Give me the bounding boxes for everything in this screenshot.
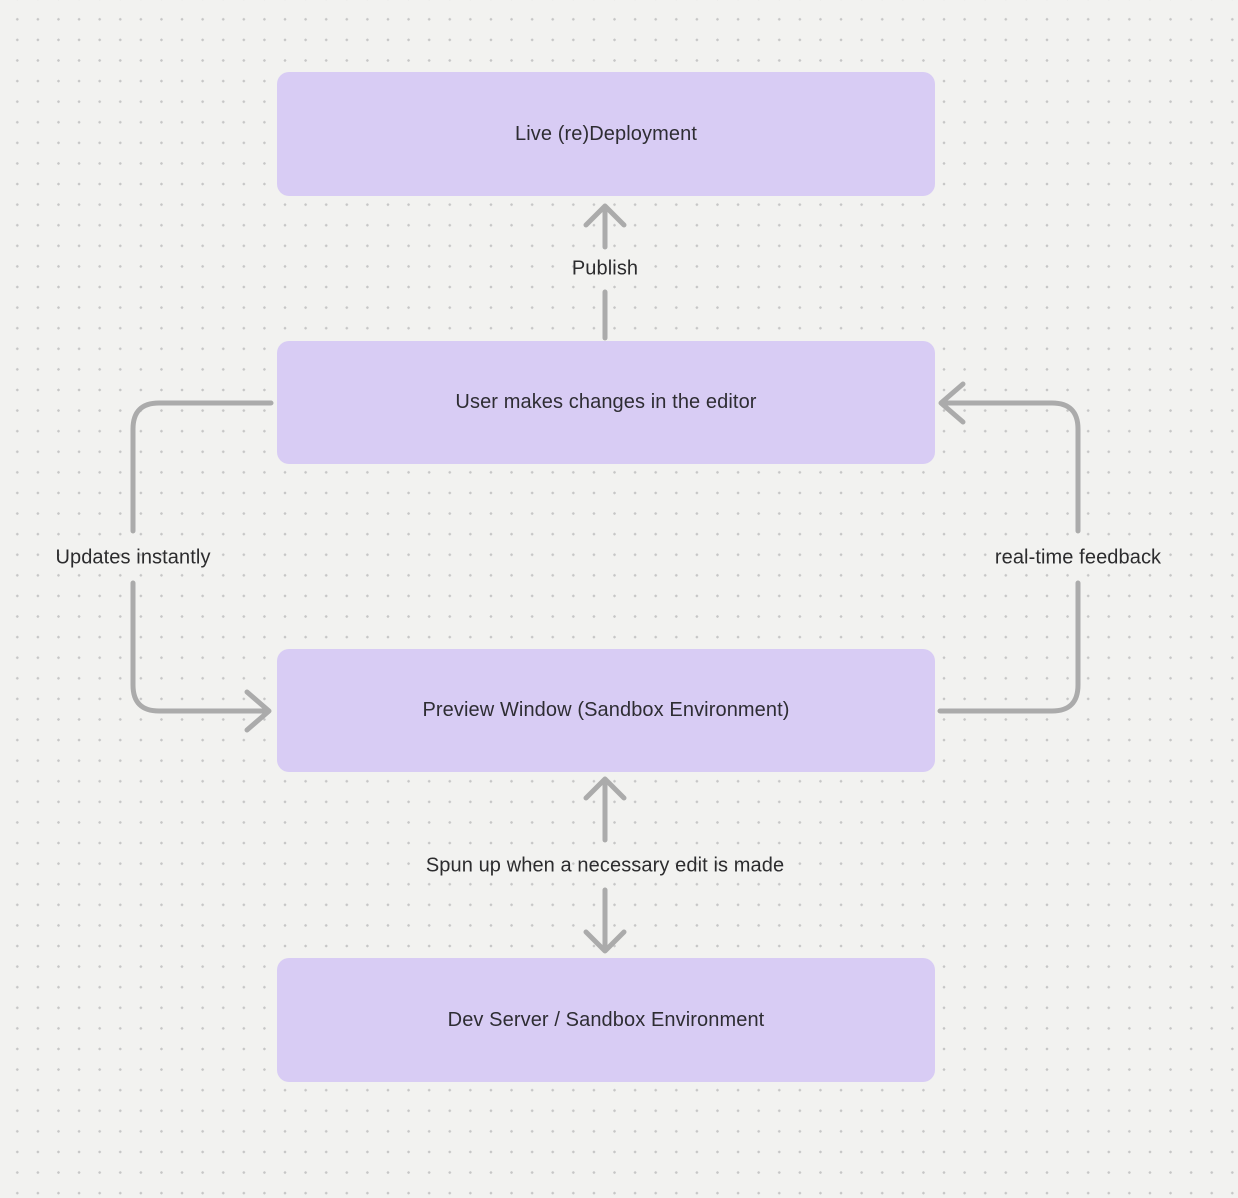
node-user-editor-label: User makes changes in the editor — [455, 391, 757, 413]
edge-spun-up-arrow — [583, 776, 627, 954]
node-dev-server-label: Dev Server / Sandbox Environment — [447, 1008, 765, 1031]
edge-label-publish: Publish — [571, 257, 639, 280]
node-preview-window-label: Preview Window (Sandbox Environment) — [422, 699, 790, 721]
edge-publish-arrow — [583, 203, 627, 341]
edge-label-updates-instantly: Updates instantly — [55, 546, 211, 569]
edge-updates-instantly-arrow — [130, 400, 274, 733]
node-live-deployment-label: Live (re)Deployment — [515, 122, 697, 145]
node-user-editor[interactable]: User makes changes in the editor — [277, 341, 935, 464]
edge-label-real-time-feedback: real-time feedback — [994, 546, 1162, 569]
node-preview-window[interactable]: Preview Window (Sandbox Environment) — [277, 649, 935, 772]
node-dev-server[interactable]: Dev Server / Sandbox Environment — [277, 958, 935, 1082]
node-live-deployment[interactable]: Live (re)Deployment — [277, 72, 935, 196]
edge-real-time-feedback-arrow — [937, 381, 1081, 714]
edge-label-spun-up: Spun up when a necessary edit is made — [425, 854, 785, 877]
